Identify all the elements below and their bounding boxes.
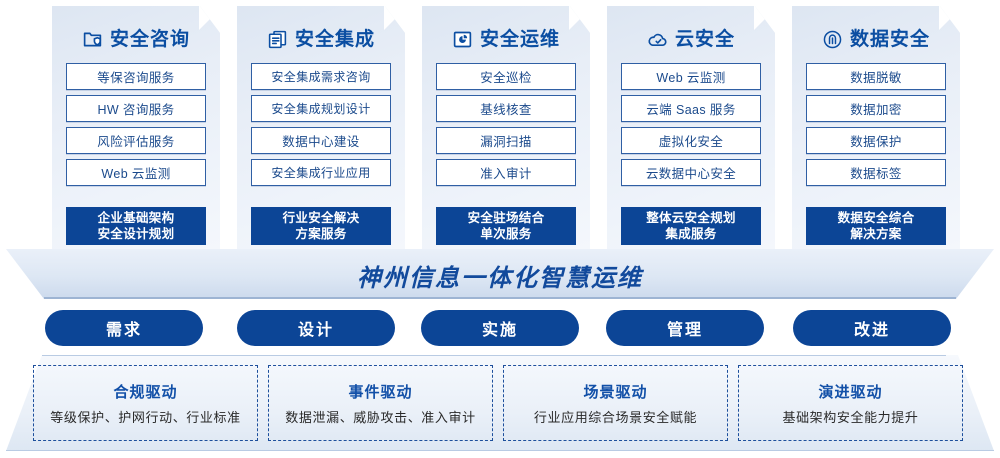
driver-subtitle: 行业应用综合场景安全赋能 [533,409,698,425]
card-header: 云安全 [607,22,775,56]
card-header: 安全集成 [237,22,405,56]
driver-box-evolution[interactable]: 演进驱动 基础架构安全能力提升 [738,365,963,441]
driver-title: 事件驱动 [348,383,413,401]
platform-banner-underline [44,297,956,299]
card-footer-line2: 安全设计规划 [97,227,175,241]
card-item-list: 等保咨询服务 HW 咨询服务 风险评估服务 Web 云监测 [66,63,206,191]
phase-pill-implementation[interactable]: 实施 [421,310,579,346]
card-item[interactable]: 安全集成规划设计 [251,95,391,122]
service-card-data-security[interactable]: 数据安全 数据脱敏 数据加密 数据保护 数据标签 数据安全综合 解决方案 [792,6,960,250]
service-card-cloud-security[interactable]: 云安全 Web 云监测 云端 Saas 服务 虚拟化安全 云数据中心安全 整体云… [607,6,775,250]
card-item[interactable]: 安全集成需求咨询 [251,63,391,90]
card-header: 安全咨询 [52,22,220,56]
drivers-base-panel [6,355,994,451]
card-footer-line2: 解决方案 [850,227,902,241]
card-footer-line2: 单次服务 [480,227,532,241]
card-item-list: 安全集成需求咨询 安全集成规划设计 数据中心建设 安全集成行业应用 [251,63,391,191]
driver-subtitle: 等级保护、护网行动、行业标准 [50,409,241,425]
card-title: 数据安全 [849,28,930,50]
driver-subtitle: 数据泄漏、威胁攻击、准入审计 [285,409,476,425]
platform-banner [6,249,994,299]
card-item[interactable]: 数据标签 [806,159,946,186]
card-item[interactable]: 云数据中心安全 [621,159,761,186]
card-item-list: 安全巡检 基线核查 漏洞扫描 准入审计 [436,63,576,191]
card-footer-highlight[interactable]: 安全驻场结合 单次服务 [436,207,576,245]
card-item[interactable]: 风险评估服务 [66,127,206,154]
card-footer-highlight[interactable]: 行业安全解决 方案服务 [251,207,391,245]
phase-pill-requirement[interactable]: 需求 [45,310,203,346]
card-item[interactable]: 数据保护 [806,127,946,154]
card-footer-line1: 数据安全综合 [837,211,915,225]
folder-shield-icon [82,29,103,50]
card-footer-highlight[interactable]: 数据安全综合 解决方案 [806,207,946,245]
pie-chart-monitor-icon [452,29,473,50]
driver-box-incident[interactable]: 事件驱动 数据泄漏、威胁攻击、准入审计 [268,365,493,441]
card-item[interactable]: 云端 Saas 服务 [621,95,761,122]
card-footer-line1: 行业安全解决 [282,211,360,225]
card-title: 安全咨询 [109,28,190,50]
card-header: 数据安全 [792,22,960,56]
card-item[interactable]: 安全集成行业应用 [251,159,391,186]
phase-pill-design[interactable]: 设计 [237,310,395,346]
driver-box-scenario[interactable]: 场景驱动 行业应用综合场景安全赋能 [503,365,728,441]
card-item-list: 数据脱敏 数据加密 数据保护 数据标签 [806,63,946,191]
card-item-list: Web 云监测 云端 Saas 服务 虚拟化安全 云数据中心安全 [621,63,761,191]
card-item[interactable]: 等保咨询服务 [66,63,206,90]
service-pillars: 安全咨询 等保咨询服务 HW 咨询服务 风险评估服务 Web 云监测 企业基础架… [52,6,960,250]
lifecycle-phases: 需求 设计 实施 管理 改进 [0,310,1000,346]
driver-title: 场景驱动 [583,383,648,401]
card-title: 云安全 [674,28,735,50]
platform-banner-title: 神州信息一体化智慧运维 [357,265,643,292]
card-item[interactable]: 数据中心建设 [251,127,391,154]
card-footer-highlight[interactable]: 企业基础架构 安全设计规划 [66,207,206,245]
card-item[interactable]: Web 云监测 [621,63,761,90]
card-footer-line1: 企业基础架构 [97,211,175,225]
documents-stack-icon [267,29,288,50]
card-footer-line2: 集成服务 [665,227,717,241]
card-item[interactable]: HW 咨询服务 [66,95,206,122]
driver-subtitle: 基础架构安全能力提升 [782,409,919,425]
card-footer-line2: 方案服务 [295,227,347,241]
card-header: 安全运维 [422,22,590,56]
driver-box-compliance[interactable]: 合规驱动 等级保护、护网行动、行业标准 [33,365,258,441]
card-item[interactable]: 数据脱敏 [806,63,946,90]
card-item[interactable]: 虚拟化安全 [621,127,761,154]
card-footer-highlight[interactable]: 整体云安全规划 集成服务 [621,207,761,245]
service-card-security-consulting[interactable]: 安全咨询 等保咨询服务 HW 咨询服务 风险评估服务 Web 云监测 企业基础架… [52,6,220,250]
cloud-check-icon [647,29,668,50]
phase-pill-management[interactable]: 管理 [606,310,764,346]
service-card-security-operations[interactable]: 安全运维 安全巡检 基线核查 漏洞扫描 准入审计 安全驻场结合 单次服务 [422,6,590,250]
drivers-base-bottom-edge [6,450,994,451]
driver-title: 合规驱动 [113,383,178,401]
drivers-base-top-edge [42,355,946,356]
phase-pill-improvement[interactable]: 改进 [793,310,951,346]
driver-title: 演进驱动 [818,383,883,401]
card-footer-line1: 安全驻场结合 [467,211,545,225]
card-footer-line1: 整体云安全规划 [646,211,736,225]
card-title: 安全集成 [294,28,375,50]
service-card-security-integration[interactable]: 安全集成 安全集成需求咨询 安全集成规划设计 数据中心建设 安全集成行业应用 行… [237,6,405,250]
card-item[interactable]: 安全巡检 [436,63,576,90]
fingerprint-icon [822,29,843,50]
card-item[interactable]: 准入审计 [436,159,576,186]
card-item[interactable]: Web 云监测 [66,159,206,186]
card-item[interactable]: 数据加密 [806,95,946,122]
card-item[interactable]: 基线核查 [436,95,576,122]
card-title: 安全运维 [479,28,560,50]
card-item[interactable]: 漏洞扫描 [436,127,576,154]
